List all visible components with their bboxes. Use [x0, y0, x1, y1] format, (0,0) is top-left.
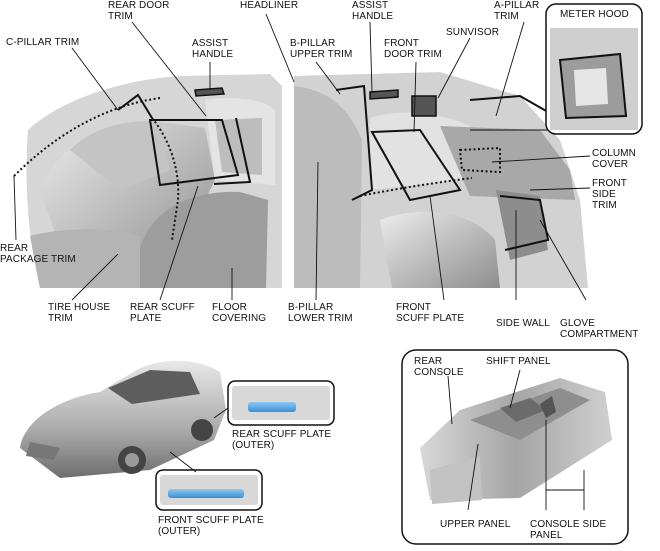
shift-panel-label: SHIFT PANEL [486, 356, 551, 367]
sunvisor-label: SUNVISOR [446, 27, 500, 38]
leader-lines [13, 13, 591, 511]
rear-cabin-photo [13, 74, 282, 288]
front-cabin-photo [294, 72, 588, 288]
rear-scuff-plate-outer-inset [227, 380, 335, 426]
car-exterior-illustration [20, 360, 226, 478]
meter-hood-inset [545, 3, 643, 135]
console-inset [401, 349, 629, 545]
front-scuff-plate-outer-label: FRONT SCUFF PLATE(OUTER) [158, 515, 264, 537]
rear-scuff-plate-outer-label: REAR SCUFF PLATE(OUTER) [232, 429, 332, 451]
upper-panel-label: UPPER PANEL [440, 519, 511, 530]
meter-hood-label: METER HOOD [560, 9, 629, 20]
c-pillar-trim-label: C-PILLAR TRIM [6, 37, 80, 48]
front-scuff-plate-outer-inset [155, 469, 263, 511]
headliner-label: HEADLINER [240, 0, 299, 11]
side-wall-label: SIDE WALL [496, 318, 550, 329]
